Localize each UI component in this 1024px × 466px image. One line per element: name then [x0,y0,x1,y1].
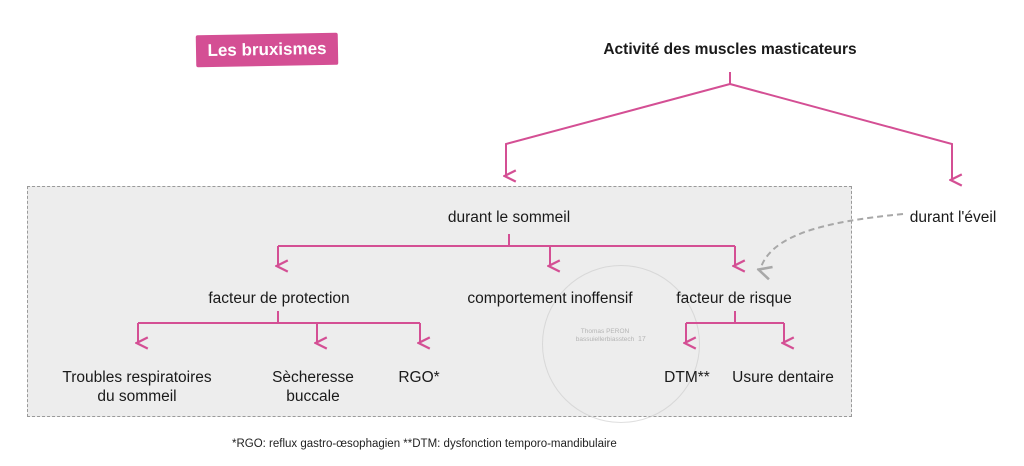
protection-node: facteur de protection [208,290,350,307]
sleep-frame [27,186,852,417]
footnote: *RGO: reflux gastro-œsophagien **DTM: dy… [232,438,617,450]
harmless-node: comportement inoffensif [467,290,633,307]
leaf-dtm: DTM** [664,369,710,386]
root-node: Activité des muscles masticateurs [603,41,857,58]
risk-node: facteur de risque [676,290,792,307]
leaf-dry-mouth: Sècheresse buccale [272,369,354,405]
sleep-node: durant le sommeil [447,209,571,226]
leaf-tooth-wear: Usure dentaire [732,369,834,386]
leaf-sleep-breathing: Troubles respiratoires du sommeil [62,369,212,405]
leaf-rgo: RGO* [398,369,440,386]
watermark-number: 17 [638,336,646,343]
awake-node: durant l'éveil [909,209,997,226]
watermark-text: Thomas PERON bassuiellerbiasstech [575,328,635,343]
watermark-circle [542,265,700,423]
